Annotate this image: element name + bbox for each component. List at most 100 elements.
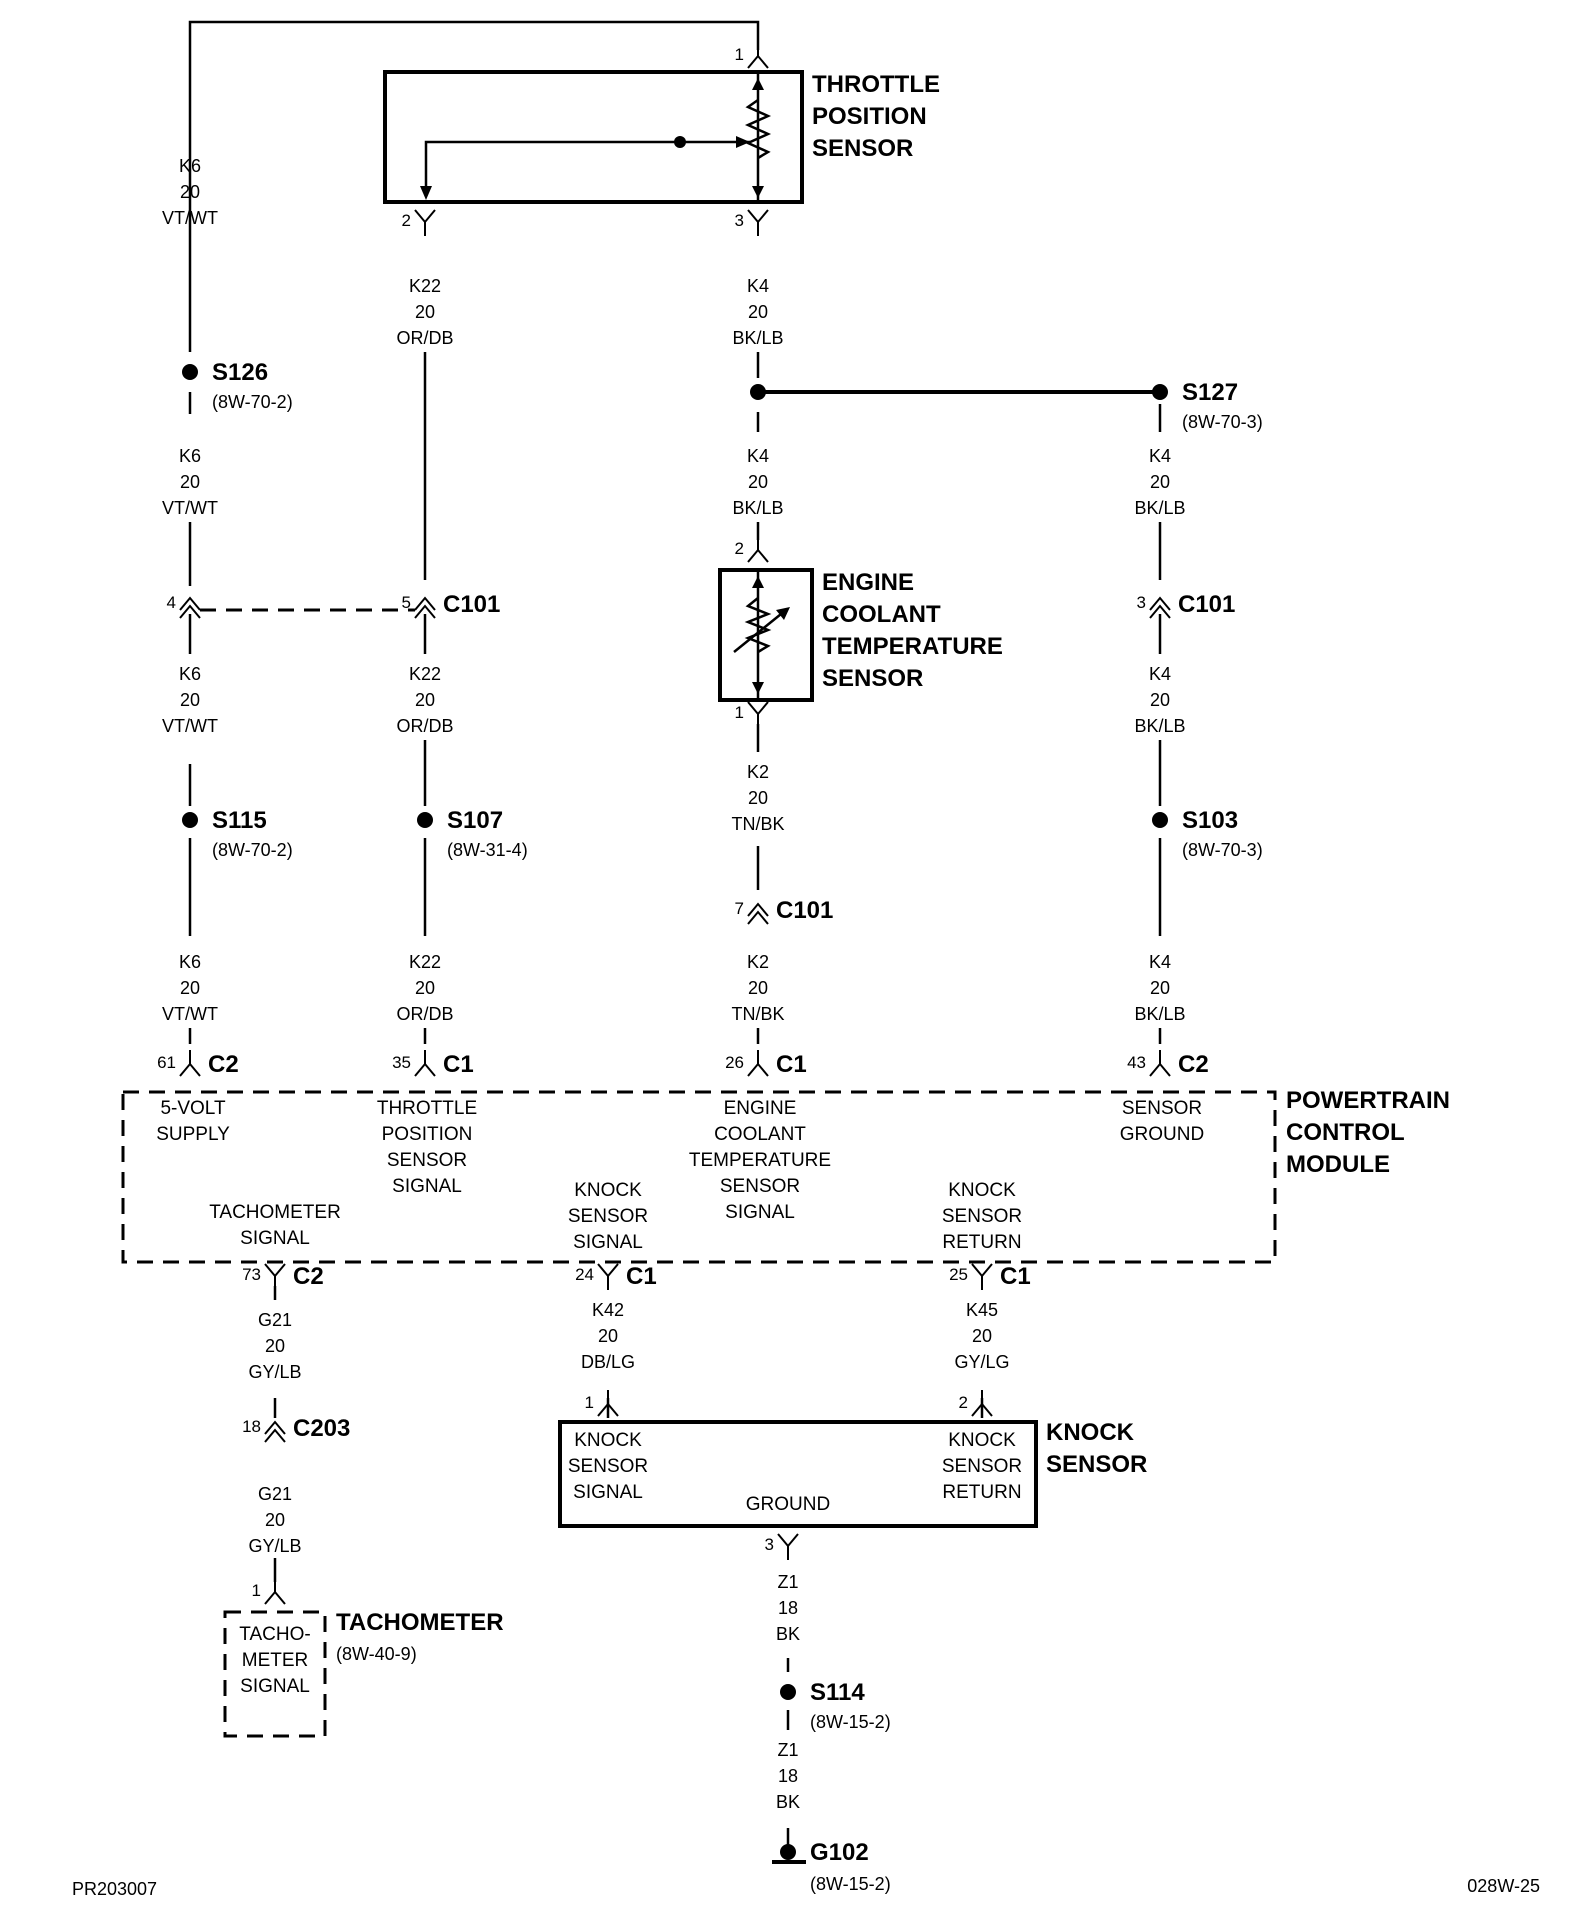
arrow-icon [752, 78, 764, 90]
pcm-term-text: TACHOMETER [209, 1202, 341, 1223]
wire-label: BK [776, 1624, 800, 1644]
splices: S126 (8W-70-2) S127 (8W-70-3) S115 (8W-7… [182, 359, 1263, 1894]
connector-tps-p1: 1 [735, 42, 769, 69]
wiper-node [674, 136, 686, 148]
splice-ref: (8W-70-2) [212, 392, 293, 412]
knock-term-text: KNOCK [948, 1430, 1016, 1451]
pcm-term-text: SIGNAL [240, 1228, 310, 1249]
connector-pin: 26 [725, 1053, 744, 1072]
splice-id: S126 [212, 359, 268, 386]
tach-term-text: TACHO- [239, 1624, 310, 1645]
connector-id: C2 [1178, 1051, 1209, 1078]
wire-label: 20 [180, 182, 200, 202]
wire-label: 20 [1150, 978, 1170, 998]
splice-dot [780, 1684, 796, 1700]
wire-label: Z1 [777, 1572, 798, 1592]
splice-id: S103 [1182, 807, 1238, 834]
connector-c101-4: 4 [167, 593, 201, 619]
pcm-term-text: SENSOR [720, 1176, 800, 1197]
connector-id: C2 [293, 1263, 324, 1290]
powertrain-control-module: POWERTRAIN CONTROL MODULE 5-VOLT SUPPLY … [121, 1087, 1450, 1264]
connector-pcm-43: 43 C2 [1127, 1050, 1209, 1078]
knock-term-text: SENSOR [942, 1456, 1022, 1477]
splice-id: S114 [810, 1679, 865, 1706]
tachometer: TACHOMETER (8W-40-9) TACHO- METER SIGNAL [223, 1609, 504, 1738]
wire-label: VT/WT [162, 1004, 218, 1024]
wire-k6-top [188, 20, 760, 352]
knock-name-line1: KNOCK [1046, 1419, 1135, 1446]
pcm-name-line3: MODULE [1286, 1151, 1390, 1178]
connector-id: C203 [293, 1415, 350, 1442]
wire-label: K4 [1149, 446, 1171, 466]
wire-label: BK/LB [732, 498, 783, 518]
splice-ref: (8W-31-4) [447, 840, 528, 860]
connector-pin: 4 [167, 593, 176, 612]
ect-box [718, 568, 814, 702]
wire-label: 20 [748, 472, 768, 492]
splice-id: S127 [1182, 379, 1238, 406]
pcm-term-text: COOLANT [714, 1124, 806, 1145]
connector-pin: 43 [1127, 1053, 1146, 1072]
wire-label: 20 [748, 788, 768, 808]
pcm-term-text: POSITION [382, 1124, 473, 1145]
knock-box [558, 1420, 1038, 1528]
connector-pin: 2 [735, 539, 744, 558]
connector-ks-3: 3 [765, 1533, 799, 1560]
knock-term-text: KNOCK [574, 1430, 642, 1451]
ect-name-line1: ENGINE [822, 569, 914, 596]
connector-pin: 7 [735, 899, 744, 918]
wire-label: G21 [258, 1484, 292, 1504]
connector-pin: 3 [1137, 593, 1146, 612]
throttle-position-sensor: THROTTLE POSITION SENSOR [383, 70, 940, 204]
pcm-term-text: SENSOR [942, 1206, 1022, 1227]
tach-term-text: METER [242, 1650, 309, 1671]
connector-id: C2 [208, 1051, 239, 1078]
connector-pin: 1 [735, 703, 744, 722]
wire-label: 20 [415, 690, 435, 710]
wire-label: 20 [180, 690, 200, 710]
thermistor-arrow [733, 609, 787, 653]
tps-box [383, 70, 804, 204]
wire-lines [188, 20, 1162, 1846]
wire-label: K22 [409, 276, 441, 296]
splice-ref: (8W-70-3) [1182, 412, 1263, 432]
ground-id: G102 [810, 1839, 869, 1866]
wire-label: K6 [179, 156, 201, 176]
wire-label: K2 [747, 952, 769, 972]
wire-label: GY/LB [248, 1362, 301, 1382]
wire-label: GY/LB [248, 1536, 301, 1556]
wire-label: Z1 [777, 1740, 798, 1760]
tach-name: TACHOMETER [336, 1609, 504, 1636]
knock-term-text: SIGNAL [573, 1482, 643, 1503]
ground-ref: (8W-15-2) [810, 1874, 891, 1894]
figure-id-right: 028W-25 [1467, 1876, 1540, 1896]
splice-dot [750, 384, 766, 400]
wire-label: K4 [1149, 664, 1171, 684]
wire-label: 20 [1150, 472, 1170, 492]
ect-name-line3: TEMPERATURE [822, 633, 1003, 660]
pcm-term-text: KNOCK [574, 1180, 642, 1201]
connector-ks-1: 1 [585, 1390, 619, 1417]
wire-label: K4 [1149, 952, 1171, 972]
splice-ref: (8W-70-2) [212, 840, 293, 860]
arrow-icon [420, 186, 432, 200]
wire-label: OR/DB [396, 716, 453, 736]
wire-label: BK/LB [732, 328, 783, 348]
pcm-term-text: RETURN [942, 1232, 1021, 1253]
tps-name-line1: THROTTLE [812, 71, 940, 98]
connector-pin: 3 [735, 211, 744, 230]
connector-ect-p2: 2 [735, 536, 769, 563]
connector-pin: 1 [252, 1581, 261, 1600]
arrow-icon [736, 136, 750, 148]
pcm-term-text: ENGINE [724, 1098, 797, 1119]
wire-label: K22 [409, 664, 441, 684]
connector-id: C1 [626, 1263, 657, 1290]
